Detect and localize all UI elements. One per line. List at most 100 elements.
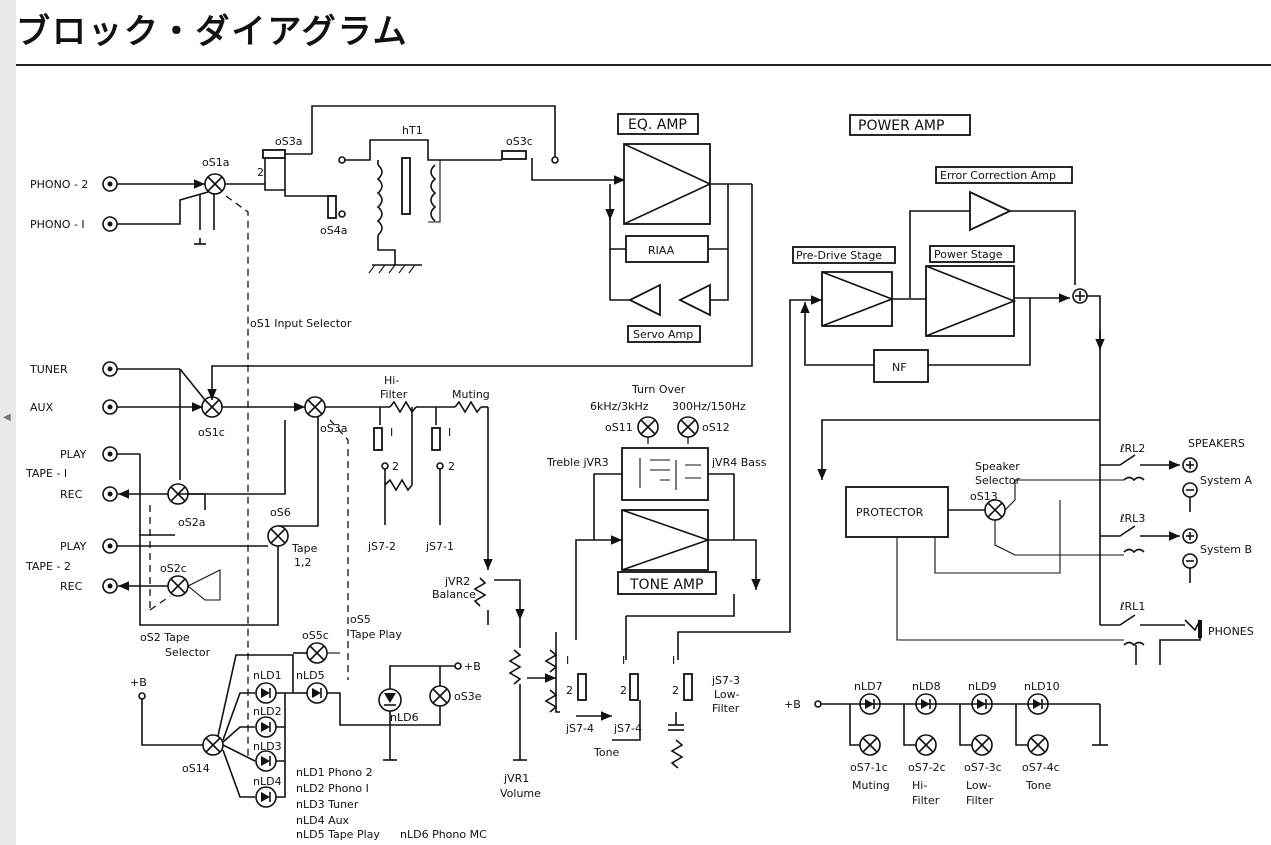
svg-text:oS1c: oS1c <box>198 426 225 439</box>
svg-text:ℓRL3: ℓRL3 <box>1119 512 1145 525</box>
line-selectors: oS1c oS3a oS1 Input Selector oS2a oS6 Ta… <box>117 317 352 659</box>
svg-text:System B: System B <box>1200 543 1252 556</box>
svg-text:2: 2 <box>448 460 455 473</box>
svg-text:2: 2 <box>257 166 264 179</box>
svg-text:Tone: Tone <box>593 746 620 759</box>
svg-text:2: 2 <box>392 460 399 473</box>
svg-text:Tape: Tape <box>291 542 318 555</box>
svg-text:Hi-: Hi- <box>912 779 927 792</box>
protector-speakers: PROTECTOR Speaker Selector oS13 SPEAKERS… <box>817 419 1254 665</box>
svg-text:jS7-1: jS7-1 <box>425 540 454 553</box>
speakers-label: SPEAKERS <box>1188 437 1245 450</box>
left-scroll-gutter: ◀ <box>0 0 16 845</box>
svg-text:2: 2 <box>620 684 627 697</box>
svg-text:nLD2: nLD2 <box>253 705 282 718</box>
svg-text:Servo Amp: Servo Amp <box>633 328 693 341</box>
input-selector-gang <box>225 195 249 760</box>
svg-text:+B: +B <box>130 676 147 689</box>
svg-text:Turn Over: Turn Over <box>631 383 686 396</box>
tape2-label: TAPE - 2 <box>25 560 71 573</box>
tape2-play-jack: PLAY TAPE - 2 <box>25 538 118 573</box>
svg-text:oS5: oS5 <box>350 613 371 626</box>
tone-amp-label: TONE AMP <box>629 577 703 593</box>
scroll-left-arrow-icon[interactable]: ◀ <box>3 412 11 423</box>
mc-transformer-section: oS3a 2 oS4a hT1 oS3c <box>257 105 625 274</box>
svg-text:ℓRL1: ℓRL1 <box>1119 600 1145 613</box>
legend-nld2: nLD2 Phono I <box>296 782 369 795</box>
svg-text:Filter: Filter <box>380 388 408 401</box>
volume-section: jVR1 Volume I 2 jS7-4 jS7-4 I 2 Tone I 2… <box>500 295 822 800</box>
svg-text:Low-: Low- <box>966 779 992 792</box>
svg-text:hT1: hT1 <box>402 124 423 137</box>
tuner-label: TUNER <box>29 363 68 376</box>
svg-text:oS14: oS14 <box>182 762 210 775</box>
svg-text:REC: REC <box>60 580 83 593</box>
phono2-jack: PHONO - 2 <box>30 176 118 192</box>
legend-nld5: nLD5 Tape Play <box>296 828 380 841</box>
svg-text:Muting: Muting <box>452 388 490 401</box>
eq-amp-block: EQ. AMP RIAA Servo Amp <box>207 113 753 400</box>
svg-text:nLD8: nLD8 <box>912 680 941 693</box>
svg-text:oS1a: oS1a <box>202 156 229 169</box>
phones-label: PHONES <box>1208 625 1254 638</box>
svg-text:oS7-1c: oS7-1c <box>850 761 888 774</box>
tape-play-gang <box>329 419 349 680</box>
svg-text:nLD5: nLD5 <box>296 669 325 682</box>
svg-text:Filter: Filter <box>966 794 994 807</box>
svg-text:jS7-4: jS7-4 <box>565 722 594 735</box>
svg-text:Error Correction Amp: Error Correction Amp <box>940 169 1056 182</box>
svg-text:I: I <box>566 654 569 667</box>
led-indicators: +B oS14 nLD1 nLD2 nLD3 nLD4 nLD5 oS5c nL… <box>130 629 482 811</box>
svg-text:Selector: Selector <box>975 474 1021 487</box>
svg-text:oS7-3c: oS7-3c <box>964 761 1002 774</box>
tape2-rec-jack: REC <box>60 578 118 594</box>
filter-led-indicators: +B nLD7 nLD8 nLD9 nLD10 oS7-1c oS7-2c oS… <box>784 680 1108 807</box>
eq-amp-label: EQ. AMP <box>628 117 687 133</box>
svg-text:PLAY: PLAY <box>60 448 87 461</box>
tape1-play-jack: PLAY TAPE - I <box>25 446 118 480</box>
svg-text:I: I <box>448 426 451 439</box>
svg-text:Selector: Selector <box>165 646 211 659</box>
svg-text:nLD3: nLD3 <box>253 740 282 753</box>
svg-text:Filter: Filter <box>712 702 740 715</box>
aux-label: AUX <box>30 401 54 414</box>
svg-text:RIAA: RIAA <box>648 244 675 257</box>
svg-text:oS7-4c: oS7-4c <box>1022 761 1060 774</box>
svg-text:I: I <box>672 654 675 667</box>
aux-jack: AUX <box>30 399 118 415</box>
svg-text:jVR4 Bass: jVR4 Bass <box>711 456 767 469</box>
svg-text:nLD1: nLD1 <box>253 669 282 682</box>
svg-text:oS2c: oS2c <box>160 562 187 575</box>
svg-text:jVR1: jVR1 <box>503 772 529 785</box>
phono1-jack: PHONO - I <box>30 216 118 232</box>
legend-nld6: nLD6 Phono MC <box>400 828 487 841</box>
svg-text:oS6: oS6 <box>270 506 291 519</box>
input-selector-label: oS1 Input Selector <box>250 317 352 330</box>
svg-text:Hi-: Hi- <box>384 374 399 387</box>
svg-text:Tone: Tone <box>1025 779 1052 792</box>
svg-text:oS3e: oS3e <box>454 690 482 703</box>
svg-text:Tape Play: Tape Play <box>349 628 402 641</box>
legend-nld4: nLD4 Aux <box>296 814 350 827</box>
page-title: ブロック・ダイアグラム <box>16 12 409 52</box>
svg-text:oS11: oS11 <box>605 421 633 434</box>
svg-text:Power Stage: Power Stage <box>934 248 1003 261</box>
svg-text:2: 2 <box>672 684 679 697</box>
svg-text:+B: +B <box>464 660 481 673</box>
svg-text:System A: System A <box>1200 474 1253 487</box>
svg-text:nLD7: nLD7 <box>854 680 883 693</box>
svg-text:Pre-Drive Stage: Pre-Drive Stage <box>796 249 882 262</box>
tone-control-section: Turn Over 6kHz/3kHz 300Hz/150Hz oS11 oS1… <box>546 383 767 640</box>
svg-text:oS5c: oS5c <box>302 629 329 642</box>
svg-text:REC: REC <box>60 488 83 501</box>
svg-text:jVR2: jVR2 <box>444 575 470 588</box>
svg-text:Filter: Filter <box>912 794 940 807</box>
svg-text:jS7-4: jS7-4 <box>613 722 642 735</box>
svg-text:ℓRL2: ℓRL2 <box>1119 442 1145 455</box>
svg-text:Volume: Volume <box>500 787 541 800</box>
svg-text:nLD9: nLD9 <box>968 680 997 693</box>
svg-text:I: I <box>390 426 393 439</box>
tuner-jack: TUNER <box>29 361 118 377</box>
svg-text:NF: NF <box>892 361 907 374</box>
